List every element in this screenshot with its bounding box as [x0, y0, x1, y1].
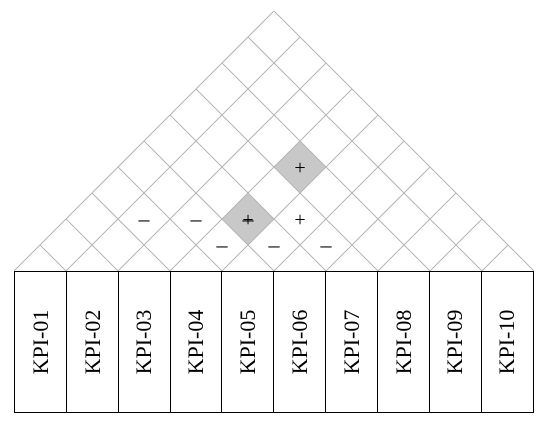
kpi-column-06[interactable]: KPI-06 — [273, 271, 327, 413]
kpi-column-03[interactable]: KPI-03 — [117, 271, 172, 413]
kpi-column-05[interactable]: KPI-05 — [221, 271, 275, 413]
kpi-label: KPI-09 — [442, 309, 468, 375]
kpi-row: KPI-01 KPI-02 KPI-03 KPI-04 KPI-05 KPI-0… — [14, 271, 535, 413]
negative-correlation-sign: – — [216, 232, 229, 257]
grid-line — [481, 244, 509, 272]
grid-line — [169, 88, 353, 272]
kpi-label: KPI-06 — [286, 309, 312, 375]
grid-line — [117, 166, 223, 272]
kpi-column-01[interactable]: KPI-01 — [14, 271, 68, 413]
kpi-column-08[interactable]: KPI-08 — [376, 271, 431, 413]
grid-line — [377, 192, 457, 272]
positive-correlation-sign: + — [294, 209, 305, 231]
grid-line — [91, 192, 171, 272]
grid-line — [169, 114, 327, 272]
negative-correlation-sign: – — [242, 206, 255, 231]
roof-edge-right — [273, 10, 535, 272]
kpi-column-02[interactable]: KPI-02 — [65, 271, 120, 413]
negative-correlation-sign: – — [138, 206, 151, 231]
kpi-column-10[interactable]: KPI-10 — [480, 271, 535, 413]
grid-line — [221, 62, 431, 272]
kpi-column-09[interactable]: KPI-09 — [428, 271, 483, 413]
kpi-label: KPI-07 — [338, 309, 364, 375]
kpi-label: KPI-02 — [79, 309, 105, 375]
grid-line — [247, 36, 483, 272]
grid-line — [143, 140, 275, 272]
grid-line — [195, 88, 379, 272]
kpi-column-04[interactable]: KPI-04 — [169, 271, 223, 413]
roof-edge-left — [13, 10, 275, 272]
grid-line — [65, 36, 301, 272]
grid-line — [39, 244, 67, 272]
kpi-label: KPI-05 — [235, 309, 261, 375]
negative-correlation-sign: – — [190, 206, 203, 231]
grid-line — [273, 140, 405, 272]
kpi-label: KPI-01 — [27, 309, 53, 375]
kpi-label: KPI-08 — [390, 309, 416, 375]
grid-line — [65, 218, 119, 272]
kpi-label: KPI-03 — [131, 309, 157, 375]
negative-correlation-sign: – — [320, 232, 333, 257]
kpi-label: KPI-04 — [183, 309, 209, 375]
negative-correlation-sign: – — [268, 232, 281, 257]
kpi-label: KPI-10 — [494, 309, 520, 375]
positive-correlation-sign: + — [294, 157, 305, 179]
kpi-column-07[interactable]: KPI-07 — [325, 271, 379, 413]
positive-correlation-sign: + — [242, 209, 253, 231]
